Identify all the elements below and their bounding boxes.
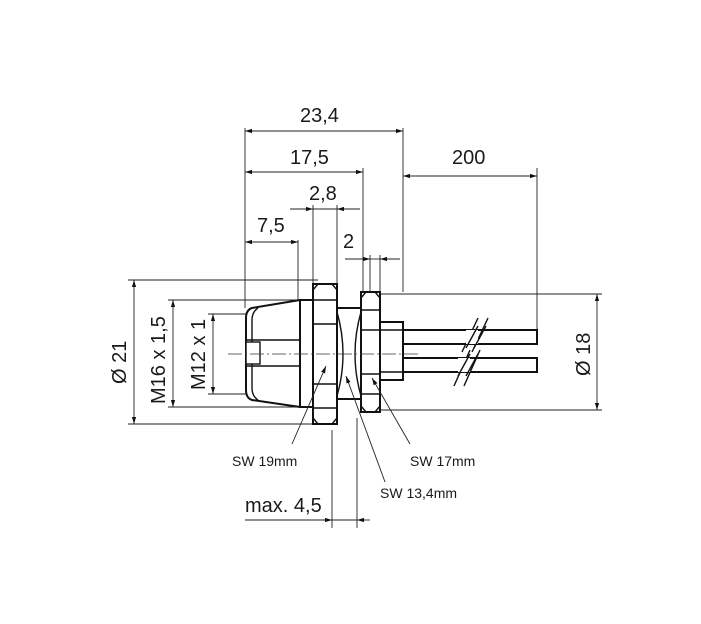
dim-outer-diameter: Ø 21	[109, 341, 131, 384]
vertical-dimension-lines	[131, 280, 600, 424]
dim-rear-diameter: Ø 18	[573, 333, 595, 376]
dim-nut-gap: 2	[343, 231, 354, 253]
extension-lines	[244, 128, 538, 528]
dim-max-panel: max. 4,5	[245, 495, 322, 517]
connector-body	[245, 283, 404, 425]
dim-overall-length: 23,4	[300, 105, 339, 127]
wrench-size-front: SW 19mm	[232, 453, 297, 469]
dim-body-length: 17,5	[290, 147, 329, 169]
diameter-extension-lines	[128, 279, 602, 425]
dimension-lines	[245, 128, 537, 523]
wrench-size-middle: SW 13,4mm	[380, 485, 457, 501]
cables	[402, 317, 538, 387]
wrench-size-rear: SW 17mm	[410, 453, 475, 469]
dim-thread-inner: M12 x 1	[188, 319, 210, 390]
dim-socket-depth: 7,5	[257, 215, 285, 237]
dim-flange: 2,8	[309, 183, 337, 205]
dim-cable-length: 200	[452, 147, 485, 169]
leader-lines	[291, 365, 411, 483]
dim-thread-outer: M16 x 1,5	[148, 316, 170, 404]
